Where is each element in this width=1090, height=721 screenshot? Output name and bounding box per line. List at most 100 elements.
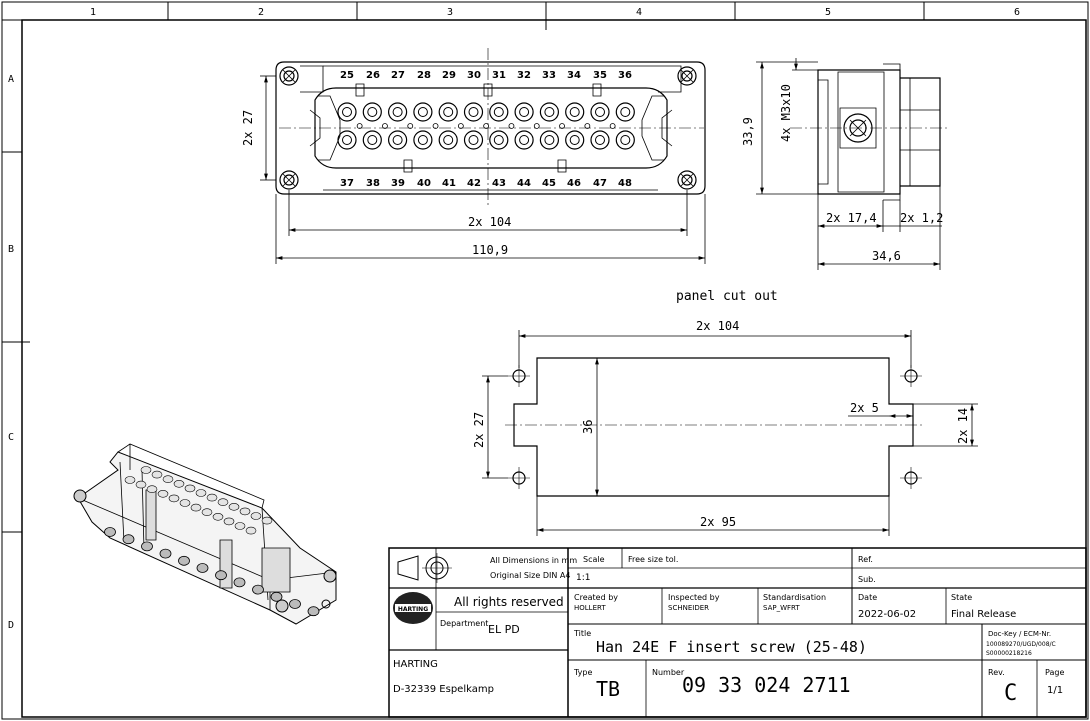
pin-label: 26 — [366, 70, 380, 81]
department-label: Department — [440, 619, 488, 628]
dim-side-thread: 4x M3x10 — [779, 84, 793, 142]
svg-text:HARTING: HARTING — [398, 606, 428, 613]
iso-contact-top — [168, 494, 180, 503]
iso-contact-screw — [289, 599, 301, 609]
dockey-value-1: 100089270/UGD/008/C — [986, 641, 1056, 648]
pin-label: 32 — [517, 70, 531, 81]
iso-contact-top — [206, 493, 218, 502]
created-value: HOLLERT — [574, 604, 606, 612]
ref-label: Ref. — [858, 555, 873, 564]
contact-pin-socket — [443, 107, 454, 117]
contact-pin-ring — [489, 102, 509, 122]
contact-pin-socket — [417, 107, 428, 117]
iso-contact-top — [173, 479, 185, 488]
dim-side-a: 2x 17,4 — [826, 211, 877, 225]
scale-label: Scale — [583, 555, 605, 564]
contact-pin-socket — [392, 107, 403, 117]
title-label: Title — [573, 629, 591, 638]
contact-pin-ring — [388, 102, 408, 122]
front-view-dimensions — [260, 75, 706, 264]
date-value: 2022-06-02 — [858, 609, 916, 620]
isometric-view — [73, 443, 337, 625]
contact-pin-socket — [417, 135, 428, 145]
dockey-value-2: S00000218216 — [986, 650, 1032, 657]
sub-label: Sub. — [858, 575, 876, 584]
iso-contact-top — [162, 475, 174, 484]
dim-front-width: 110,9 — [472, 243, 508, 257]
iso-contact-screw — [196, 563, 209, 573]
contact-pin-ring — [413, 130, 433, 150]
date-label: Date — [858, 593, 877, 602]
rights-text: All rights reserved — [454, 595, 564, 609]
pin-label: 30 — [467, 70, 481, 81]
pin-label: 44 — [517, 178, 531, 189]
dim-side-b: 2x 1,2 — [900, 211, 943, 225]
iso-contact-top — [151, 470, 163, 479]
iso-contact-top — [250, 512, 262, 520]
svg-text:2: 2 — [258, 7, 264, 18]
dim-cutout-notch-depth: 2x 5 — [850, 401, 879, 415]
iso-contact-top — [195, 489, 207, 497]
contact-pin-ring — [615, 102, 635, 122]
contact-pin-socket — [392, 135, 403, 145]
contact-pin-socket — [620, 107, 631, 117]
inspected-label: Inspected by — [668, 593, 720, 602]
svg-text:C: C — [8, 432, 14, 443]
iso-contact-screw — [159, 548, 172, 559]
inspected-value: SCHNEIDER — [668, 604, 709, 612]
contact-pin-ring — [539, 102, 560, 122]
title-block-text: All Dimensions in mm Original Size DIN A… — [393, 555, 1064, 706]
iso-contact-top — [201, 508, 213, 517]
contact-pin-ring — [337, 130, 357, 150]
contact-pin-ring — [413, 102, 433, 122]
pin-label: 48 — [618, 178, 632, 189]
pin-label: 47 — [593, 178, 607, 189]
contact-pin-socket — [342, 107, 352, 117]
harting-logo-icon: HARTING — [393, 592, 433, 624]
pin-label: 36 — [618, 70, 632, 81]
iso-contact-top — [140, 466, 152, 474]
contact-pin-socket — [544, 107, 555, 117]
panel-cutout — [505, 357, 925, 497]
svg-text:B: B — [8, 244, 14, 255]
contact-pin-ring — [590, 130, 610, 150]
contact-pin-socket — [519, 107, 530, 117]
contact-pin-ring — [438, 130, 458, 150]
pin-label: 42 — [467, 178, 481, 189]
iso-contact-screw — [122, 534, 135, 545]
pin-label: 46 — [567, 178, 581, 189]
dim-front-screw-spacing: 2x 104 — [468, 215, 511, 229]
iso-contact-screw — [252, 584, 264, 595]
pin-label: 45 — [542, 178, 556, 189]
frame-labels: 1 2 3 4 5 6 A B C D — [8, 7, 1020, 631]
contact-pin-ring — [388, 130, 408, 150]
iso-contact-screw — [215, 570, 227, 581]
screw-bottom-right — [677, 170, 697, 190]
contact-pin-socket — [493, 135, 504, 145]
contact-pin-ring — [337, 102, 357, 122]
title-value: Han 24E F insert screw (25-48) — [596, 638, 867, 656]
tolerance: Free size tol. — [628, 555, 678, 564]
dim-side-total: 34,6 — [872, 249, 901, 263]
contact-pin-socket — [595, 135, 605, 145]
iso-contact-top — [212, 512, 224, 521]
contact-pin-socket — [569, 107, 580, 117]
contact-screw-hole — [508, 123, 515, 129]
title-block-lines — [388, 547, 1087, 718]
dim-cutout-width: 2x 95 — [700, 515, 736, 529]
number-label: Number — [652, 668, 685, 677]
front-view — [275, 48, 706, 206]
contact-pin-ring — [565, 130, 585, 150]
svg-text:3: 3 — [447, 7, 453, 18]
iso-contact-screw — [270, 591, 283, 602]
contact-screw-hole — [559, 123, 565, 129]
dim-cutout-notch-width: 2x 14 — [956, 408, 970, 444]
contact-screw-hole — [457, 123, 464, 129]
pin-label: 43 — [492, 178, 506, 189]
iso-contact-top — [146, 485, 158, 494]
contact-pin-ring — [362, 102, 382, 122]
standard-label: Standardisation — [763, 593, 826, 602]
contact-screw-hole — [533, 123, 540, 129]
contact-pin-socket — [519, 135, 530, 145]
